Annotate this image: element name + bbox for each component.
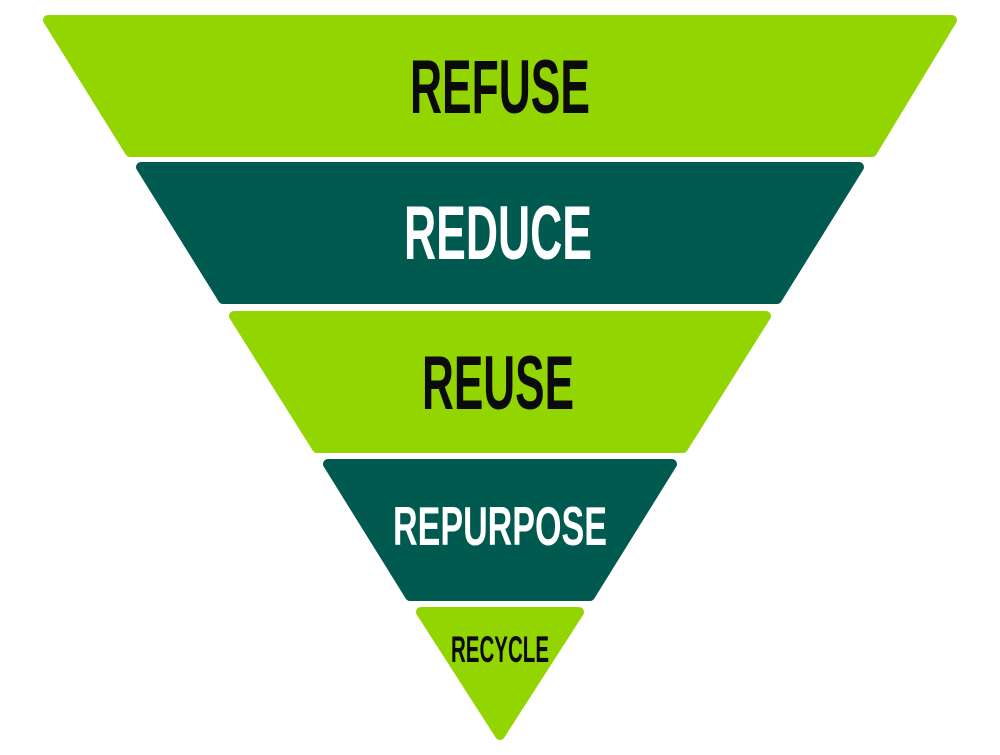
level-refuse-band (43, 15, 957, 157)
level-reuse-label: REUSE (422, 341, 574, 426)
level-recycle-label: RECYCLE (451, 629, 549, 670)
level-repurpose: REPURPOSE (323, 459, 677, 601)
level-repurpose-label: REPURPOSE (393, 495, 607, 557)
level-recycle: RECYCLE (416, 607, 584, 740)
level-reuse: REUSE (229, 311, 771, 453)
level-repurpose-band (323, 459, 677, 601)
level-refuse-label: REFUSE (410, 45, 590, 130)
level-reduce-label: REDUCE (404, 191, 592, 276)
level-reduce: REDUCE (136, 162, 864, 304)
level-recycle-band (416, 607, 584, 740)
level-refuse: REFUSE (43, 15, 957, 157)
level-reuse-band (229, 311, 771, 453)
level-reduce-band (136, 162, 864, 304)
